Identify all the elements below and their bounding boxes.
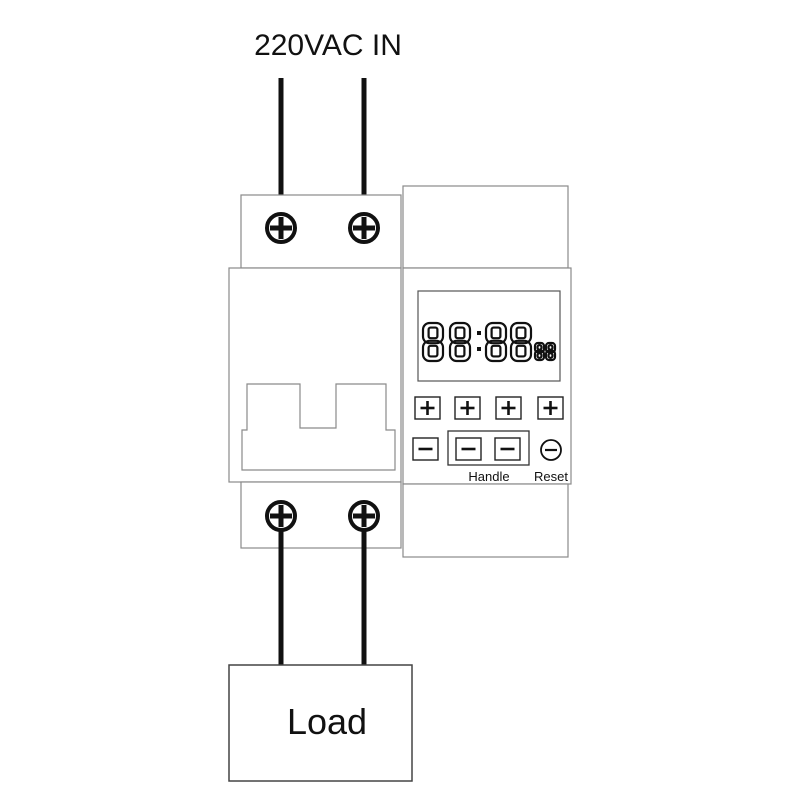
terminal-screw-icon	[265, 500, 297, 532]
input-label: 220VAC IN	[254, 29, 402, 62]
terminal-screw-icon	[265, 212, 297, 244]
load-label: Load	[287, 701, 367, 742]
timer-module: Handle Reset	[402, 185, 572, 558]
terminal-screw-icon	[348, 212, 380, 244]
lcd-colon-dot	[477, 331, 481, 335]
lcd-digits	[421, 321, 557, 363]
breaker-toggle-outline	[241, 383, 396, 471]
plus-button-3[interactable]	[495, 396, 522, 420]
plus-button-4[interactable]	[537, 396, 564, 420]
timer-bottom-block	[402, 483, 569, 558]
lcd-digit	[421, 321, 445, 363]
lcd-display	[417, 290, 561, 382]
lcd-digit	[484, 321, 508, 363]
lcd-digit	[533, 341, 546, 362]
lcd-digit	[509, 321, 533, 363]
handle-group-frame	[447, 430, 530, 466]
minus-button-handle-1[interactable]	[455, 437, 482, 461]
terminal-screw-icon	[348, 500, 380, 532]
breaker-module	[228, 194, 402, 549]
handle-label: Handle	[468, 469, 509, 484]
minus-button-1[interactable]	[412, 437, 439, 461]
lcd-digit	[544, 341, 557, 362]
lcd-colon-dot	[477, 347, 481, 351]
minus-button-handle-2[interactable]	[494, 437, 521, 461]
reset-label: Reset	[534, 469, 568, 484]
timer-top-block	[402, 185, 569, 269]
load-box	[228, 664, 413, 782]
lcd-digit	[448, 321, 472, 363]
button-panel	[412, 396, 564, 461]
plus-button-1[interactable]	[414, 396, 441, 420]
reset-button[interactable]	[540, 439, 562, 461]
plus-button-2[interactable]	[454, 396, 481, 420]
